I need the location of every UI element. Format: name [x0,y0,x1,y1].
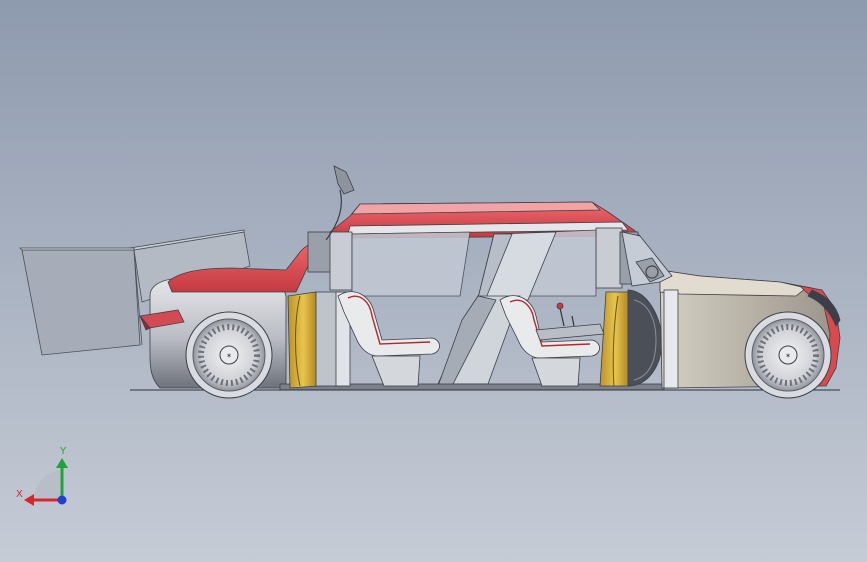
side-mirror[interactable] [325,165,355,241]
front-seat[interactable] [499,295,605,387]
open-rear-panel[interactable] [19,229,251,356]
wheel-hub-logo: ✶ [785,352,791,360]
wheel-hub-logo: ✶ [226,352,232,360]
rear-seat[interactable] [337,291,440,387]
y-axis-label: Y [59,446,67,457]
rear-wheel[interactable]: ✶ [185,311,273,399]
front-wheel[interactable]: ✶ [744,311,832,399]
x-axis-label: X [16,489,23,500]
z-axis-dot [57,495,67,505]
coordinate-triad[interactable]: Y X [16,446,68,506]
